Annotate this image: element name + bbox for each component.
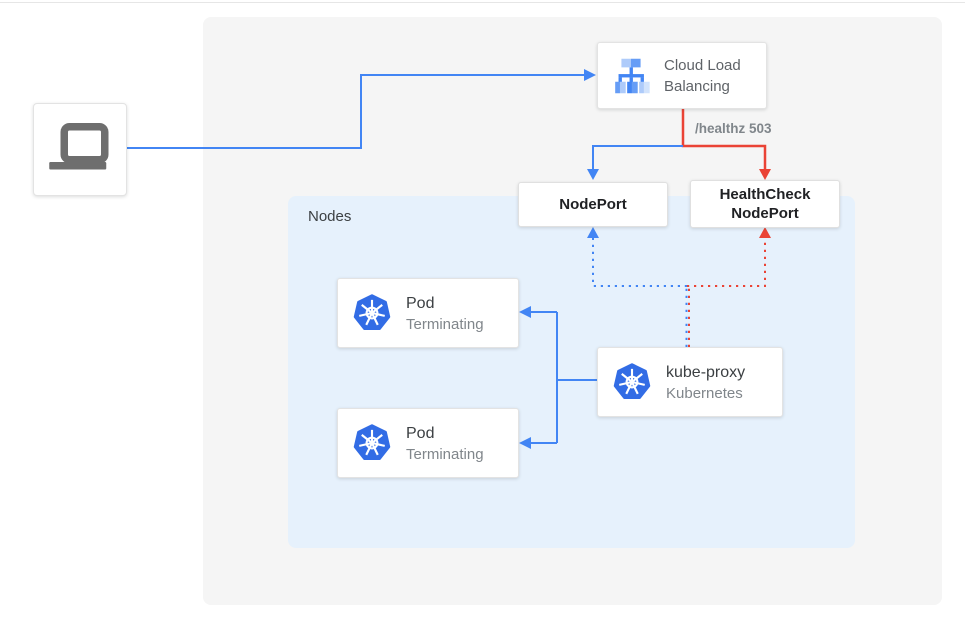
- client-node: [33, 103, 127, 196]
- nodeport-node: NodePort: [518, 182, 668, 227]
- nodes-group-label: Nodes: [308, 208, 352, 225]
- nodeport-label: NodePort: [559, 196, 627, 213]
- healthz-503-edge-label: /healthz 503: [695, 121, 772, 136]
- cloud-load-balancing-icon: [615, 58, 650, 93]
- laptop-icon: [49, 122, 109, 169]
- pod-status: Terminating: [406, 315, 484, 333]
- healthcheck-nodeport-label: HealthCheck NodePort: [719, 186, 811, 222]
- pod-status: Terminating: [406, 445, 484, 463]
- kubernetes-icon: [353, 424, 391, 460]
- pod-node-1: Pod Terminating: [337, 278, 519, 348]
- kube-proxy-node: kube-proxy Kubernetes: [597, 347, 783, 417]
- pod-title: Pod: [406, 294, 435, 312]
- top-divider-line: [0, 2, 965, 3]
- pod-title: Pod: [406, 424, 435, 442]
- cloud-load-balancing-label: Cloud Load Balancing: [664, 56, 741, 95]
- pod-node-2: Pod Terminating: [337, 408, 519, 478]
- kube-proxy-subtitle: Kubernetes: [666, 384, 743, 402]
- kubernetes-icon: [353, 294, 391, 330]
- cloud-load-balancing-node: Cloud Load Balancing: [597, 42, 767, 109]
- kubernetes-icon: [613, 363, 651, 399]
- kube-proxy-title: kube-proxy: [666, 363, 746, 381]
- healthcheck-nodeport-node: HealthCheck NodePort: [690, 180, 840, 228]
